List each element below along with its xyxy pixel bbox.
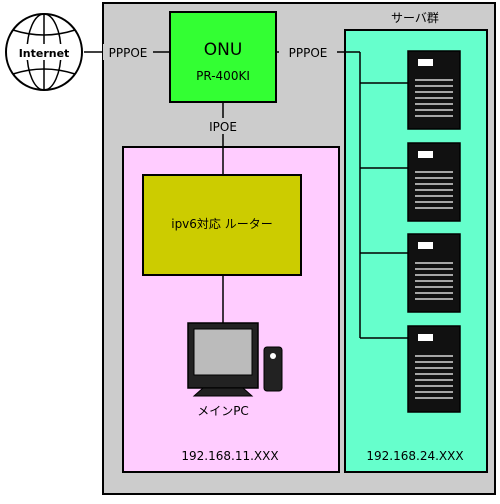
onu-model: PR-400KI	[196, 69, 250, 83]
onu-box	[169, 11, 277, 103]
pc-icon	[187, 322, 283, 397]
onu-title: ONU	[204, 40, 243, 60]
router-label: ipv6対応 ルーター	[171, 217, 273, 231]
server-icon	[407, 233, 461, 313]
globe-icon: Internet	[5, 13, 83, 91]
server-group-title: サーバ群	[391, 11, 439, 25]
internet-label: Internet	[19, 47, 70, 60]
pc-label: メインPC	[197, 404, 249, 418]
lan-subnet: 192.168.11.XXX	[181, 449, 278, 463]
server-group-subnet: 192.168.24.XXX	[366, 449, 463, 463]
server-icon	[407, 142, 461, 222]
link-onu-servers-label: PPPOE	[289, 46, 328, 60]
router-box	[142, 174, 302, 276]
server-icon	[407, 50, 461, 130]
link-onu-router-label: IPOE	[209, 120, 237, 134]
server-icon	[407, 325, 461, 413]
server-bus	[359, 52, 408, 339]
link-internet-onu-label: PPPOE	[109, 46, 148, 60]
